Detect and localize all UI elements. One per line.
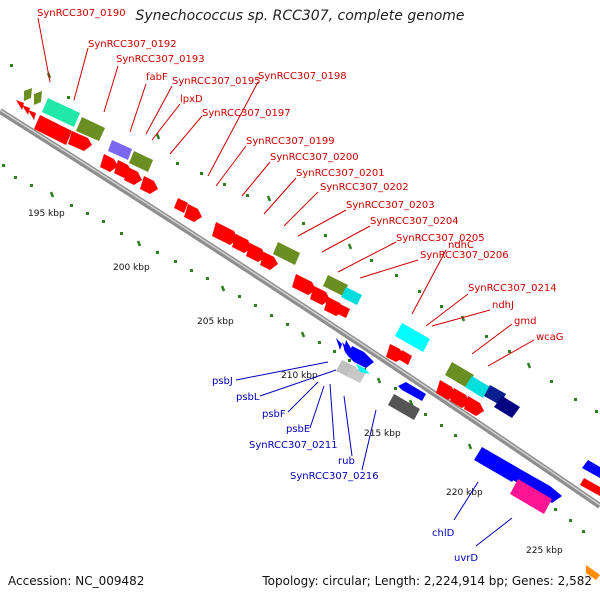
- gene-feature[interactable]: [124, 167, 142, 185]
- forward-gene-labels: SynRCC307_0190 SynRCC307_0192 SynRCC307_…: [37, 8, 564, 343]
- gene-feature[interactable]: [292, 274, 316, 295]
- kbp-scale-labels: 195 kbp 200 kbp 205 kbp 210 kbp 215 kbp …: [28, 209, 563, 556]
- gene-label[interactable]: SynRCC307_0201: [296, 168, 385, 179]
- gene-feature[interactable]: [100, 154, 118, 172]
- kbp-label: 205 kbp: [197, 317, 234, 327]
- reverse-strand-genes[interactable]: [336, 338, 600, 580]
- kbp-label: 225 kbp: [526, 546, 563, 556]
- gene-feature[interactable]: [580, 478, 600, 496]
- gene-feature[interactable]: [232, 234, 252, 253]
- forward-strand-genes[interactable]: [16, 88, 600, 496]
- gene-feature[interactable]: [76, 117, 105, 141]
- gene-feature[interactable]: [212, 222, 238, 245]
- gene-label[interactable]: SynRCC307_0192: [88, 39, 177, 50]
- accession-text: Accession: NC_009482: [8, 574, 145, 588]
- gene-feature[interactable]: [582, 460, 600, 478]
- gene-label[interactable]: psbF: [262, 409, 286, 420]
- gene-label[interactable]: chlD: [432, 528, 455, 539]
- gene-feature[interactable]: [68, 131, 92, 151]
- gene-label[interactable]: SynRCC307_0198: [258, 71, 347, 82]
- gene-feature[interactable]: [465, 376, 490, 398]
- gene-label[interactable]: rub: [338, 456, 355, 467]
- gene-feature[interactable]: [24, 88, 32, 101]
- gene-feature[interactable]: [356, 364, 370, 374]
- gene-label[interactable]: SynRCC307_0206: [420, 250, 509, 261]
- kbp-label: 220 kbp: [446, 488, 483, 498]
- gene-feature[interactable]: [28, 110, 36, 120]
- gene-feature[interactable]: [341, 287, 362, 305]
- gene-feature[interactable]: [510, 479, 552, 514]
- gene-label[interactable]: SynRCC307_0205: [396, 233, 485, 244]
- reverse-leader-lines: [235, 361, 513, 547]
- gene-feature[interactable]: [336, 338, 342, 350]
- gene-label[interactable]: wcaG: [536, 332, 564, 343]
- gene-feature[interactable]: [450, 388, 470, 408]
- gene-feature[interactable]: [34, 91, 42, 105]
- reverse-gene-labels: psbJ psbL psbF psbE SynRCC307_0211 rub S…: [212, 376, 478, 564]
- gene-feature[interactable]: [108, 140, 132, 160]
- inner-major-ticks: [49, 191, 545, 503]
- gene-feature[interactable]: [260, 252, 278, 270]
- gene-feature[interactable]: [484, 452, 562, 503]
- gene-feature[interactable]: [22, 105, 30, 115]
- gene-feature[interactable]: [445, 362, 474, 388]
- gene-label[interactable]: ndhC: [448, 240, 474, 251]
- gene-feature[interactable]: [494, 396, 520, 418]
- gene-label[interactable]: psbJ: [212, 376, 233, 387]
- gene-feature[interactable]: [436, 380, 456, 400]
- gene-label[interactable]: SynRCC307_0214: [468, 283, 557, 294]
- gene-feature[interactable]: [273, 242, 300, 265]
- gene-label[interactable]: psbL: [236, 392, 260, 403]
- map-title: Synechococcus sp. RCC307, complete genom…: [135, 8, 465, 24]
- topology-summary-text: Topology: circular; Length: 2,224,914 bp…: [262, 574, 592, 588]
- genome-backbone: [0, 108, 600, 509]
- gene-label[interactable]: SynRCC307_0190: [37, 8, 126, 19]
- gene-label[interactable]: SynRCC307_0195: [172, 76, 261, 87]
- gene-feature[interactable]: [129, 151, 153, 172]
- gene-label[interactable]: SynRCC307_0216: [290, 471, 379, 482]
- gene-feature[interactable]: [346, 366, 366, 383]
- gene-feature[interactable]: [464, 396, 484, 416]
- gene-label[interactable]: SynRCC307_0202: [320, 182, 409, 193]
- kbp-label: 200 kbp: [113, 263, 150, 273]
- gene-feature[interactable]: [398, 382, 426, 401]
- gene-feature[interactable]: [348, 346, 374, 368]
- kbp-label: 210 kbp: [281, 371, 318, 381]
- gene-label[interactable]: SynRCC307_0211: [249, 440, 338, 451]
- gene-feature[interactable]: [388, 394, 420, 420]
- gene-feature[interactable]: [184, 204, 202, 222]
- gene-feature[interactable]: [246, 243, 266, 262]
- gene-label[interactable]: SynRCC307_0197: [202, 108, 291, 119]
- gene-label[interactable]: ndhJ: [492, 300, 514, 311]
- gene-feature[interactable]: [42, 98, 80, 127]
- gene-feature[interactable]: [586, 565, 600, 580]
- gene-feature[interactable]: [174, 198, 188, 213]
- kbp-label: 215 kbp: [364, 429, 401, 439]
- gene-feature[interactable]: [310, 286, 330, 305]
- gene-label[interactable]: SynRCC307_0199: [246, 136, 335, 147]
- gene-feature[interactable]: [16, 100, 24, 110]
- gene-label[interactable]: SynRCC307_0200: [270, 152, 359, 163]
- gene-label[interactable]: SynRCC307_0204: [370, 216, 459, 227]
- gene-label[interactable]: SynRCC307_0193: [116, 54, 205, 65]
- gene-feature[interactable]: [398, 350, 412, 365]
- gene-feature[interactable]: [140, 176, 158, 194]
- gene-feature[interactable]: [34, 115, 72, 145]
- gene-label[interactable]: uvrD: [454, 553, 478, 564]
- gene-label[interactable]: fabF: [146, 72, 168, 83]
- forward-leader-lines: [37, 17, 535, 367]
- outer-tick-row: [10, 64, 598, 413]
- genome-backbone-highlight: [0, 109, 600, 506]
- gene-feature[interactable]: [395, 323, 430, 352]
- gene-label[interactable]: SynRCC307_0203: [346, 200, 435, 211]
- gene-label[interactable]: psbE: [286, 424, 310, 435]
- kbp-label: 195 kbp: [28, 209, 65, 219]
- gene-feature[interactable]: [336, 304, 350, 318]
- gene-label[interactable]: lpxD: [180, 94, 203, 105]
- gene-label[interactable]: gmd: [514, 316, 536, 327]
- gene-feature[interactable]: [323, 275, 348, 296]
